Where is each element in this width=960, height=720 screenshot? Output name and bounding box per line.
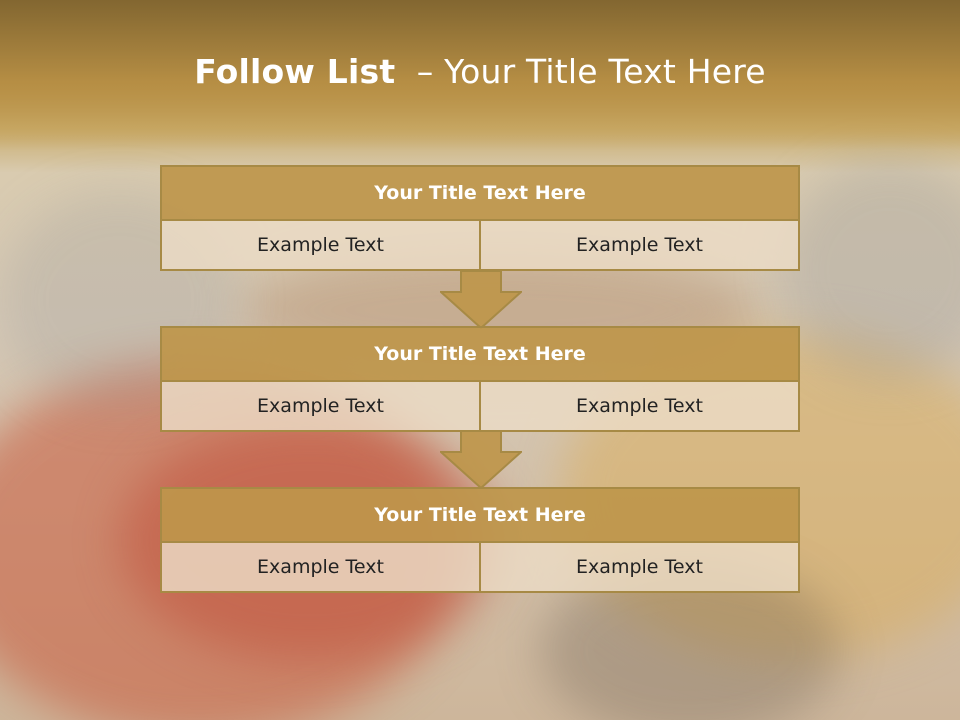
block-row: Example Text Example Text [160, 221, 800, 271]
block-title: Your Title Text Here [160, 165, 800, 221]
block-cell-right: Example Text [479, 221, 798, 269]
slide-title: Follow List – Your Title Text Here [0, 52, 960, 91]
header-band [0, 0, 960, 150]
block-row: Example Text Example Text [160, 543, 800, 593]
list-block-2: Your Title Text Here Example Text Exampl… [160, 326, 800, 432]
down-arrow-icon [440, 270, 522, 330]
list-block-1: Your Title Text Here Example Text Exampl… [160, 165, 800, 271]
block-cell-right: Example Text [479, 543, 798, 591]
block-cell-left: Example Text [162, 543, 479, 591]
list-block-3: Your Title Text Here Example Text Exampl… [160, 487, 800, 593]
block-cell-left: Example Text [162, 382, 479, 430]
block-cell-left: Example Text [162, 221, 479, 269]
block-title: Your Title Text Here [160, 487, 800, 543]
down-arrow-icon [440, 430, 522, 490]
block-row: Example Text Example Text [160, 382, 800, 432]
block-cell-right: Example Text [479, 382, 798, 430]
slide-title-rest: – Your Title Text Here [395, 52, 766, 91]
block-title: Your Title Text Here [160, 326, 800, 382]
slide-title-bold: Follow List [194, 52, 396, 91]
